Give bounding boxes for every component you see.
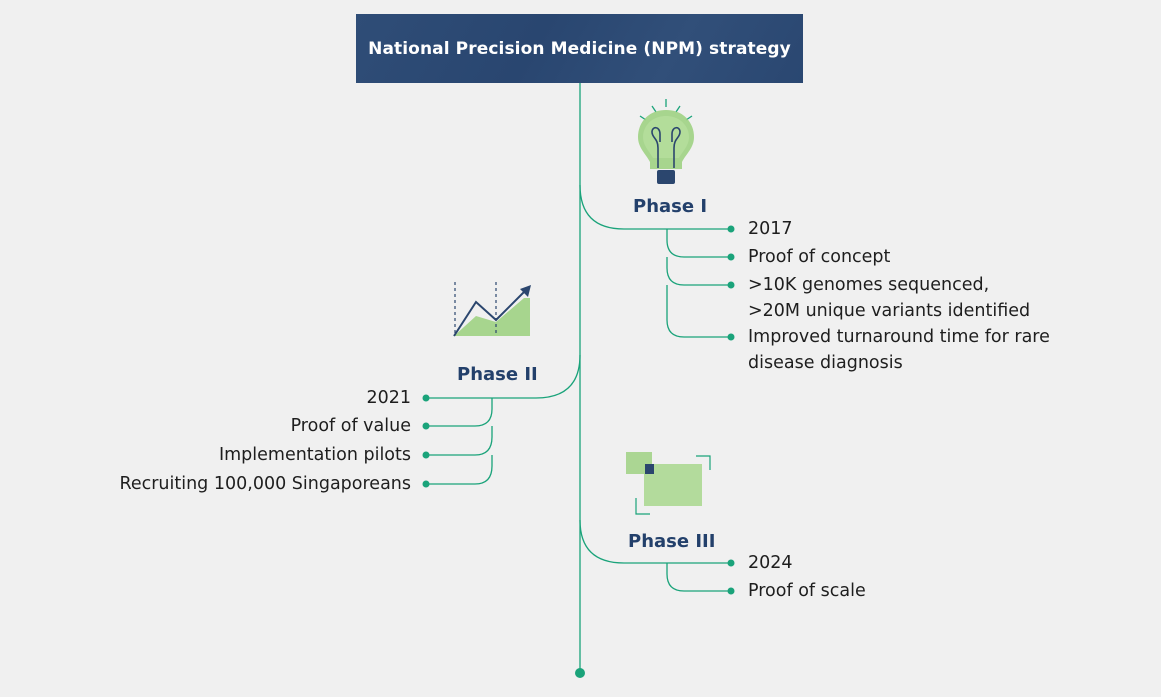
phase2-item-1: 2021 bbox=[366, 388, 411, 408]
scale-squares-icon bbox=[626, 452, 711, 515]
phase3-branch bbox=[579, 519, 731, 564]
phase2-title: Phase II bbox=[457, 364, 538, 385]
phase2-dot-1 bbox=[422, 394, 430, 402]
spine-end-dot bbox=[575, 668, 585, 678]
phase1-item-1: 2017 bbox=[748, 219, 793, 239]
phase2-dot-3 bbox=[422, 451, 430, 459]
phase2-item-2: Proof of value bbox=[290, 416, 411, 436]
phase3-title: Phase III bbox=[628, 531, 716, 552]
phase1-title: Phase I bbox=[633, 196, 708, 217]
lightbulb-icon bbox=[638, 99, 694, 184]
strategy-title: National Precision Medicine (NPM) strate… bbox=[356, 14, 803, 83]
phase2-dot-4 bbox=[422, 480, 430, 488]
phase1-dot-1 bbox=[727, 225, 735, 233]
phase1-item-2: Proof of concept bbox=[748, 247, 891, 267]
phase1-item-3: >10K genomes sequenced, >20M unique vari… bbox=[748, 275, 1031, 321]
phase1-item-4: Improved turnaround time for rare diseas… bbox=[748, 327, 1050, 373]
phase3-dot-2 bbox=[727, 587, 735, 595]
phase3-item-2: Proof of scale bbox=[748, 581, 866, 601]
phase1-dot-3 bbox=[727, 281, 735, 289]
phase1-dot-2 bbox=[727, 253, 735, 261]
phase2-branch bbox=[426, 354, 581, 399]
phase2-dot-2 bbox=[422, 422, 430, 430]
phase1-dot-4 bbox=[727, 333, 735, 341]
phase2-item-3: Implementation pilots bbox=[218, 445, 411, 465]
phase2-item-4: Recruiting 100,000 Singaporeans bbox=[119, 474, 411, 494]
phase1-branch bbox=[579, 184, 731, 230]
growth-chart-icon bbox=[453, 282, 531, 337]
phase3-item-1: 2024 bbox=[748, 553, 793, 573]
phase3-dot-1 bbox=[727, 559, 735, 567]
